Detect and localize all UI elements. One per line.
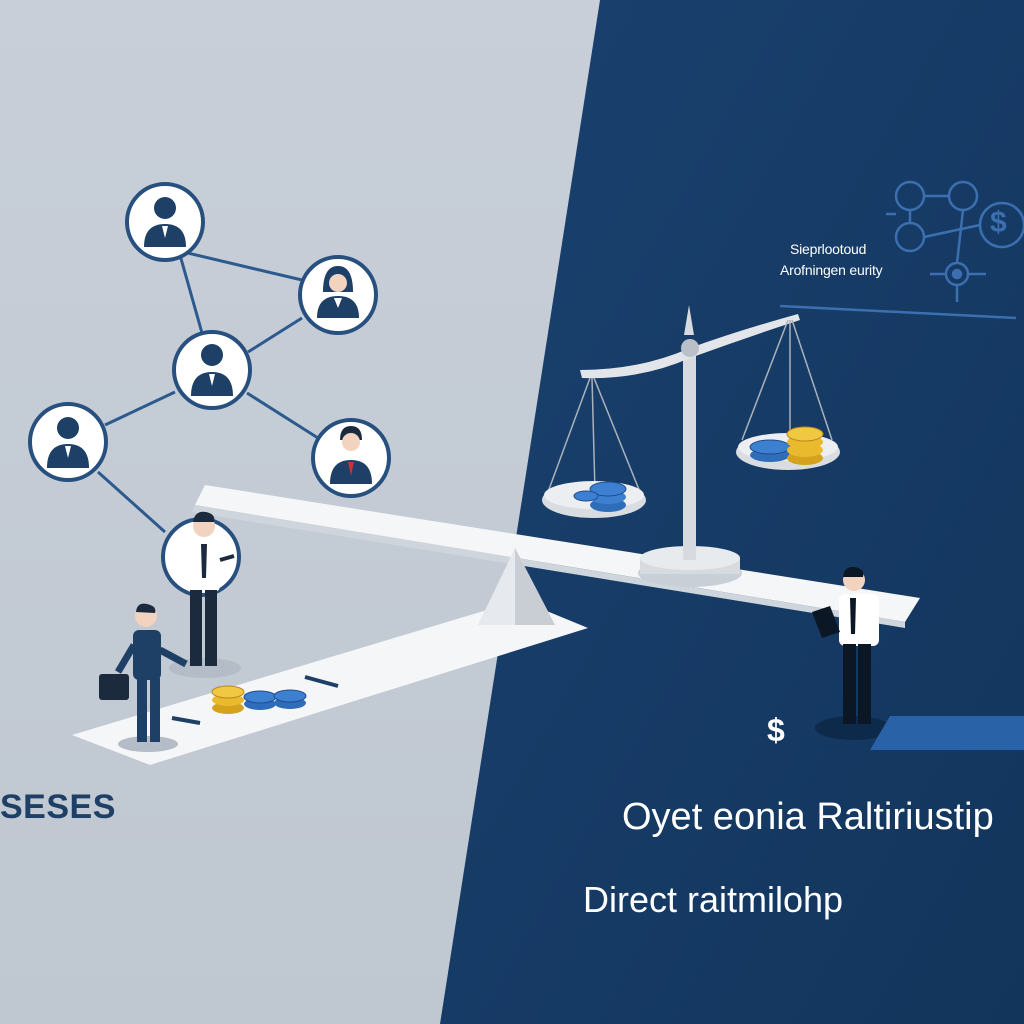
network-links <box>96 248 319 534</box>
dollar-sign-icon: $ <box>767 712 785 748</box>
network-node-5 <box>311 418 391 498</box>
briefcase-icon <box>99 674 129 700</box>
network-node-3 <box>172 330 252 410</box>
network-dollar-sign: $ <box>990 206 1007 239</box>
balance-scale <box>542 305 840 587</box>
left-caption: SESES <box>0 788 116 826</box>
right-background <box>440 0 1024 1024</box>
network-node-4 <box>28 402 108 482</box>
left-pan-coins <box>573 481 627 512</box>
right-pan-coins <box>749 426 824 465</box>
floor-coins <box>211 685 307 714</box>
network-node-1 <box>125 182 205 262</box>
network-node-2 <box>298 255 378 335</box>
headline-secondary: Direct raitmilohp <box>583 879 844 920</box>
annotation-line-2: Arofningen eurity <box>780 262 883 278</box>
businessman-left-standing <box>169 511 241 678</box>
businessman-right-tablet <box>812 566 891 740</box>
network-dollar-icon <box>779 180 1024 320</box>
seesaw-beam <box>195 485 920 622</box>
annotation-line-1: Sieprlootoud <box>790 241 867 257</box>
accent-strip <box>870 716 1024 750</box>
headline-primary: Oyet eonia Raltiriustip <box>622 796 994 838</box>
businessman-briefcase <box>99 603 188 752</box>
